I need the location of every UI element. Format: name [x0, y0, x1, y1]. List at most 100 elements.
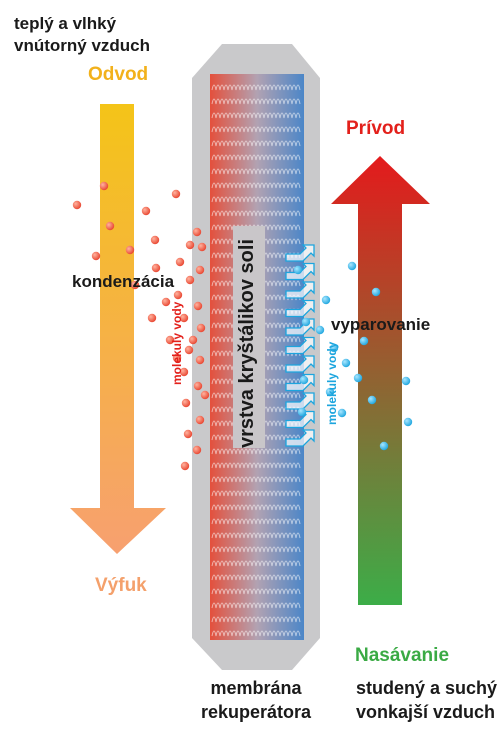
membrane-corrugation-row: [211, 630, 301, 637]
evaporation-arrow: [285, 262, 315, 281]
extract-title: Odvod: [88, 64, 149, 85]
water-molecules-label-left: molekuly vody: [170, 301, 184, 385]
membrane-corrugation-row: [211, 448, 301, 455]
warm-water-molecule: [185, 240, 195, 250]
membrane-corrugation-row: [211, 546, 301, 553]
cold-water-molecules: [293, 261, 413, 451]
membrane-corrugation-row: [211, 182, 301, 189]
membrane-line1: membrána: [210, 678, 302, 698]
membrane-line2: rekuperátora: [200, 702, 312, 722]
membrane-pattern: [211, 84, 301, 637]
cold-dry-line2: vonkajší vzduch: [356, 702, 496, 722]
warm-humid-line1: teplý a vlhký: [14, 14, 117, 33]
warm-water-molecule: [195, 415, 205, 425]
cold-water-molecule: [297, 407, 307, 417]
warm-water-molecule: [179, 367, 189, 377]
cold-water-molecule: [315, 325, 325, 335]
warm-water-molecule: [72, 200, 82, 210]
water-molecules-label-right: molekuly vody: [325, 341, 339, 425]
warm-water-molecule: [192, 445, 202, 455]
warm-humid-line2: vnútorný vzduch: [14, 36, 151, 55]
salt-layer-label: vrstva kryštálikov soli: [236, 238, 258, 448]
cold-water-molecule: [367, 395, 377, 405]
extract-arrow: [70, 104, 166, 554]
membrane-corrugation-row: [211, 140, 301, 147]
membrane-corrugation-row: [211, 574, 301, 581]
warm-water-molecule: [181, 398, 191, 408]
evaporation-arrow: [285, 355, 315, 373]
membrane-label: membrána rekuperátora: [196, 676, 316, 724]
membrane-corrugation-row: [211, 98, 301, 105]
supply-arrow: [331, 156, 430, 605]
membrane-corrugation-row: [211, 196, 301, 203]
warm-water-molecule: [184, 345, 194, 355]
cold-water-molecule: [301, 317, 311, 327]
evaporation-arrow: [285, 244, 315, 262]
cold-water-molecule: [329, 343, 339, 353]
warm-water-molecule: [188, 335, 198, 345]
warm-water-molecule: [179, 313, 189, 323]
warm-water-molecule: [183, 429, 193, 439]
warm-water-molecule: [173, 290, 183, 300]
membrane-corrugation-row: [211, 210, 301, 217]
warm-water-molecule: [141, 206, 151, 216]
warm-water-molecule: [175, 257, 185, 267]
cold-water-molecule: [401, 376, 411, 386]
warm-water-molecule: [192, 227, 202, 237]
warm-water-molecule: [151, 263, 161, 273]
warm-water-molecule: [125, 245, 135, 255]
cold-water-molecule: [293, 265, 303, 275]
cold-water-molecule: [353, 373, 363, 383]
cold-water-molecule: [347, 261, 357, 271]
cold-water-molecule: [403, 417, 413, 427]
evaporation-arrow: [285, 429, 315, 447]
intake-title: Nasávanie: [355, 645, 450, 666]
evaporation-arrow: [285, 410, 315, 429]
membrane-corrugation-row: [211, 588, 301, 595]
warm-water-molecule: [197, 242, 207, 252]
membrane-corrugation-row: [211, 490, 301, 497]
warm-water-molecule: [200, 390, 210, 400]
membrane-corrugation-row: [211, 462, 301, 469]
warm-water-molecule: [165, 335, 175, 345]
warm-water-molecule: [150, 235, 160, 245]
warm-water-molecule: [171, 189, 181, 199]
membrane-corrugation-row: [211, 560, 301, 567]
warm-water-molecule: [147, 313, 157, 323]
warm-water-molecule: [195, 265, 205, 275]
cold-water-molecule: [371, 287, 381, 297]
warm-water-molecule: [105, 221, 115, 231]
evaporation-arrow: [285, 299, 315, 318]
cold-water-molecule: [321, 295, 331, 305]
cold-water-molecule: [299, 375, 309, 385]
evaporation-arrow: [285, 281, 315, 299]
warm-water-molecule: [172, 353, 182, 363]
warm-water-molecules: [72, 181, 210, 471]
evaporation-arrow: [285, 392, 315, 410]
condensation-label: kondenzácia: [72, 272, 175, 291]
exhaust-title: Výfuk: [95, 575, 147, 596]
evaporation-arrow: [285, 336, 315, 355]
membrane-corrugation-row: [211, 154, 301, 161]
salt-layer-strip: [233, 226, 265, 448]
warm-water-molecule: [99, 181, 109, 191]
cold-water-molecule: [379, 441, 389, 451]
warm-water-molecule: [196, 323, 206, 333]
warm-water-molecule: [130, 280, 140, 290]
warm-water-molecule: [185, 275, 195, 285]
evaporation-label: vyparovanie: [331, 315, 431, 334]
membrane-corrugation-row: [211, 602, 301, 609]
membrane-corrugation-row: [211, 532, 301, 539]
membrane-corrugation-row: [211, 126, 301, 133]
warm-water-molecule: [193, 381, 203, 391]
cold-dry-line1: studený a suchý: [356, 678, 498, 698]
warm-water-molecule: [161, 297, 171, 307]
membrane-corrugation-row: [211, 518, 301, 525]
cold-water-molecule: [359, 336, 369, 346]
supply-title: Prívod: [346, 118, 406, 139]
warm-humid-label: teplý a vlhký vnútorný vzduch: [14, 13, 150, 57]
cold-water-molecule: [325, 387, 335, 397]
membrane-corrugation-row: [211, 84, 301, 91]
